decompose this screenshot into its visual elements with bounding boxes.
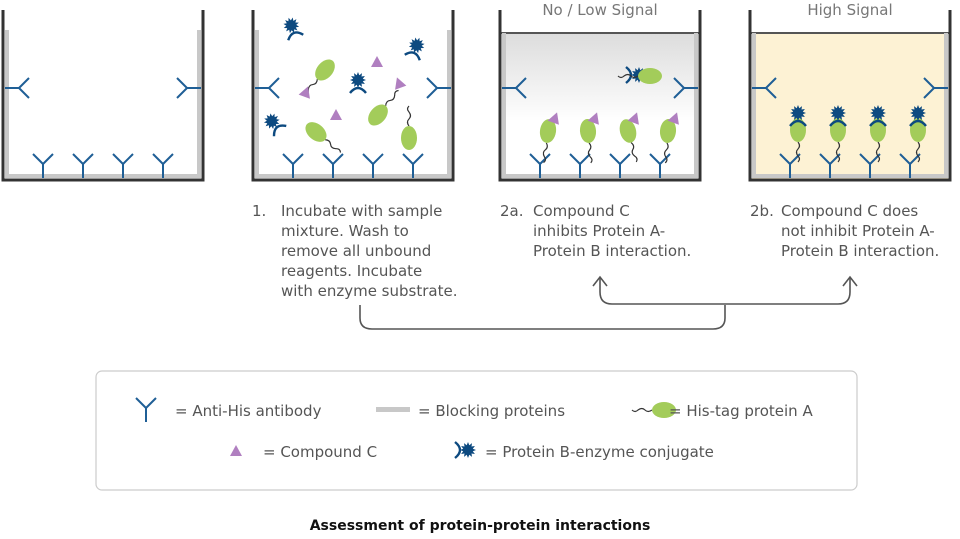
well-fill [752, 33, 948, 180]
protein-b-enzyme-conjugate-icon [869, 105, 887, 127]
his-tag-protein-a-icon [539, 119, 557, 164]
blocking-protein-icon [376, 407, 410, 412]
anti-his-antibody-icon [255, 77, 280, 99]
well-3 [498, 10, 702, 182]
anti-his-antibody-icon [569, 153, 591, 178]
protein-b-enzyme-conjugate-icon [283, 17, 304, 41]
compound-c-icon [395, 77, 407, 90]
svg-text:1.: 1. [252, 202, 266, 220]
compound-c-icon [230, 445, 242, 456]
anti-his-antibody-icon [752, 77, 777, 99]
well-1 [1, 10, 205, 182]
well-wall [498, 10, 702, 182]
well-header-no-low-signal: No / Low Signal [542, 1, 657, 19]
svg-text:mixture. Wash to: mixture. Wash to [281, 222, 409, 240]
his-tag-protein-a-icon [790, 118, 806, 163]
legend-protein-a: = His-tag protein A [669, 402, 813, 420]
svg-text:inhibits Protein A-: inhibits Protein A- [533, 222, 665, 240]
protein-b-enzyme-conjugate-icon [789, 105, 807, 127]
svg-text:2a.: 2a. [500, 202, 524, 220]
blocking-protein-layer [752, 33, 948, 178]
well-wall [748, 10, 952, 182]
svg-text:Protein B interaction.: Protein B interaction. [781, 242, 939, 260]
svg-text:with enzyme substrate.: with enzyme substrate. [281, 282, 457, 300]
anti-his-antibody-icon [923, 77, 948, 99]
protein-b-enzyme-conjugate-icon [454, 441, 476, 459]
step-2b-caption: 2b. Compound C does not inhibit Protein … [750, 202, 939, 260]
compound-c-icon [298, 86, 310, 99]
his-tag-protein-a-icon [830, 118, 846, 163]
legend-box [95, 370, 858, 491]
his-tag-protein-a-icon [617, 68, 662, 84]
anti-his-antibody-icon [282, 153, 304, 178]
his-tag-protein-a-icon [401, 105, 417, 150]
legend-conjugate: = Protein B-enzyme conjugate [485, 443, 714, 461]
svg-text:reagents. Incubate: reagents. Incubate [281, 262, 422, 280]
compound-c-icon [547, 112, 559, 125]
compound-c-icon [371, 56, 383, 67]
anti-his-antibody-icon [502, 77, 527, 99]
his-tag-protein-a-icon [870, 118, 886, 163]
anti-his-antibody-icon [609, 153, 631, 178]
well-2 [251, 10, 455, 182]
protein-b-enzyme-conjugate-icon [349, 72, 367, 94]
compound-c-icon [587, 112, 599, 125]
svg-text:2b.: 2b. [750, 202, 774, 220]
anti-his-antibody-icon [362, 153, 384, 178]
figure-title: Assessment of protein-protein interactio… [310, 518, 651, 534]
his-tag-protein-a-icon [659, 119, 677, 164]
anti-his-antibody-icon [112, 153, 134, 178]
svg-text:not inhibit Protein A-: not inhibit Protein A- [781, 222, 935, 240]
svg-text:Compound C does: Compound C does [781, 202, 918, 220]
protein-b-enzyme-conjugate-icon [404, 37, 425, 61]
anti-his-antibody-icon [5, 77, 30, 99]
svg-text:Incubate with sample: Incubate with sample [281, 202, 442, 220]
protein-b-enzyme-conjugate-icon [829, 105, 847, 127]
well-wall [1, 10, 205, 182]
step-2a-caption: 2a. Compound C inhibits Protein A- Prote… [500, 202, 691, 260]
compound-c-icon [667, 112, 679, 125]
anti-his-antibody-icon [649, 153, 671, 178]
blocking-protein-layer [502, 33, 698, 178]
step-1-caption: 1. Incubate with sample mixture. Wash to… [252, 202, 457, 300]
legend-compound: = Compound C [263, 443, 377, 461]
anti-his-antibody-icon [152, 153, 174, 178]
svg-text:remove all unbound: remove all unbound [281, 242, 431, 260]
legend-antibody: = Anti-His antibody [175, 402, 322, 420]
his-tag-protein-a-icon [368, 89, 399, 126]
legend-blocking: = Blocking proteins [418, 402, 565, 420]
his-tag-protein-a-icon [305, 122, 342, 153]
anti-his-antibody-icon [673, 77, 698, 99]
anti-his-antibody-icon [72, 153, 94, 178]
well-fill [502, 33, 698, 180]
anti-his-antibody-icon [402, 153, 424, 178]
anti-his-antibody-icon [322, 153, 344, 178]
his-tag-protein-a-icon [579, 119, 597, 164]
svg-text:Compound C: Compound C [533, 202, 630, 220]
anti-his-antibody-icon [135, 397, 157, 422]
his-tag-protein-a-icon [631, 402, 676, 418]
anti-his-antibody-icon [32, 153, 54, 178]
svg-text:Protein B interaction.: Protein B interaction. [533, 242, 691, 260]
his-tag-protein-a-icon [619, 119, 638, 163]
flow-arrows [359, 275, 858, 330]
anti-his-antibody-icon [426, 77, 451, 99]
well-wall [251, 10, 455, 182]
compound-c-icon [330, 109, 342, 120]
his-tag-protein-a-icon [910, 118, 926, 163]
well-4 [748, 10, 952, 182]
compound-c-icon [627, 112, 639, 125]
blocking-protein-layer [5, 30, 201, 178]
protein-b-enzyme-conjugate-icon [909, 105, 927, 127]
anti-his-antibody-icon [176, 77, 201, 99]
well-header-high-signal: High Signal [807, 1, 892, 19]
blocking-protein-layer [255, 30, 451, 178]
protein-b-enzyme-conjugate-icon [263, 113, 287, 137]
